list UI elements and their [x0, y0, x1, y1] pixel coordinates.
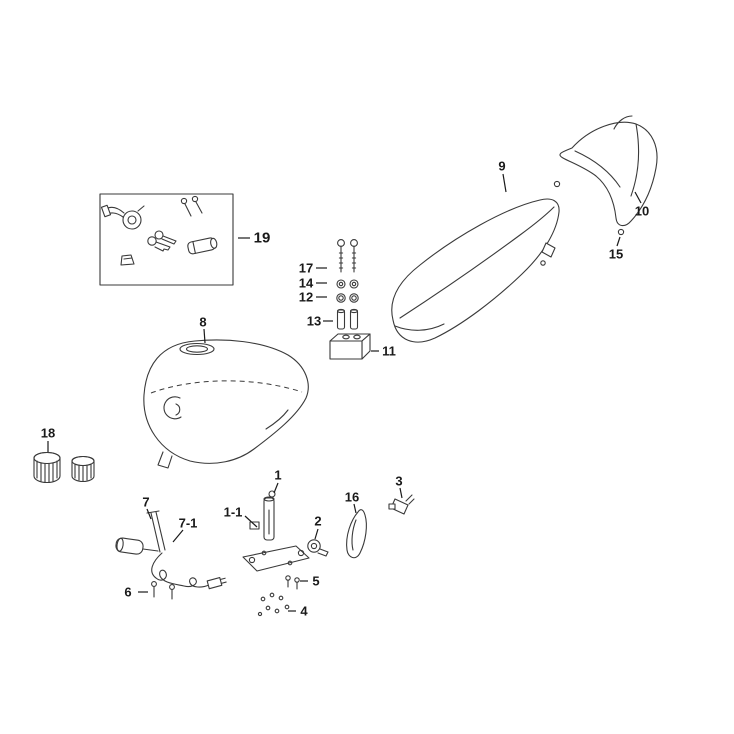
knurled-caps-drawing [33, 451, 95, 484]
nuts-12-drawing [336, 293, 359, 303]
callout-13: 13 [306, 313, 322, 329]
ignition-switch-drawing [100, 204, 145, 230]
callout-9: 9 [498, 158, 506, 174]
callout-5: 5 [312, 573, 320, 589]
fuel-sender-drawing [115, 510, 227, 600]
callout-12: 12 [298, 289, 314, 305]
callout-19: 19 [253, 229, 271, 247]
rear-cowl-drawing [559, 115, 658, 236]
callout-6: 6 [124, 584, 132, 600]
callout-7: 7 [142, 494, 150, 510]
fuel-tank-drawing [143, 339, 309, 469]
fastener-cluster-4-drawing [257, 592, 290, 617]
spacers-13-drawing [336, 308, 359, 330]
lever-drawing [346, 509, 367, 559]
screws-17-drawing [337, 239, 358, 273]
screw-cluster-5-drawing [285, 575, 300, 590]
callout-16: 16 [344, 489, 360, 505]
callout-1-1: 1-1 [223, 504, 243, 520]
cowl-bolt-drawing [617, 228, 625, 236]
washers-14-drawing [336, 279, 359, 289]
seat-drawing [391, 180, 561, 343]
callout-2: 2 [314, 513, 322, 529]
knurled-cap-right [71, 455, 95, 483]
callout-15: 15 [608, 246, 624, 262]
inset-screws-drawing [180, 195, 203, 217]
callout-4: 4 [300, 603, 308, 619]
fuel-tap-assembly-drawing [242, 490, 329, 617]
knurled-cap-left [33, 451, 61, 484]
callout-11: 11 [382, 343, 396, 359]
callout-10: 10 [634, 203, 650, 219]
callout-7-1: 7-1 [178, 515, 198, 531]
callout-3: 3 [395, 473, 403, 489]
tap-knob-drawing [307, 539, 329, 557]
sensor-plug-drawing [388, 494, 415, 515]
callout-1: 1 [274, 467, 282, 483]
callout-14: 14 [298, 275, 314, 291]
callout-8: 8 [199, 314, 207, 330]
screws-6-drawing [151, 581, 175, 600]
lock-set-inset-box [99, 193, 234, 286]
mount-block-drawing [329, 333, 371, 360]
lock-cap-drawing [120, 254, 135, 266]
lock-cylinder-drawing [187, 237, 218, 255]
callout-17: 17 [298, 260, 314, 276]
callout-18: 18 [40, 425, 56, 441]
keys-drawing [147, 230, 177, 252]
fastener-column-drawing [336, 239, 359, 330]
callout-leader-lines [47, 173, 642, 612]
